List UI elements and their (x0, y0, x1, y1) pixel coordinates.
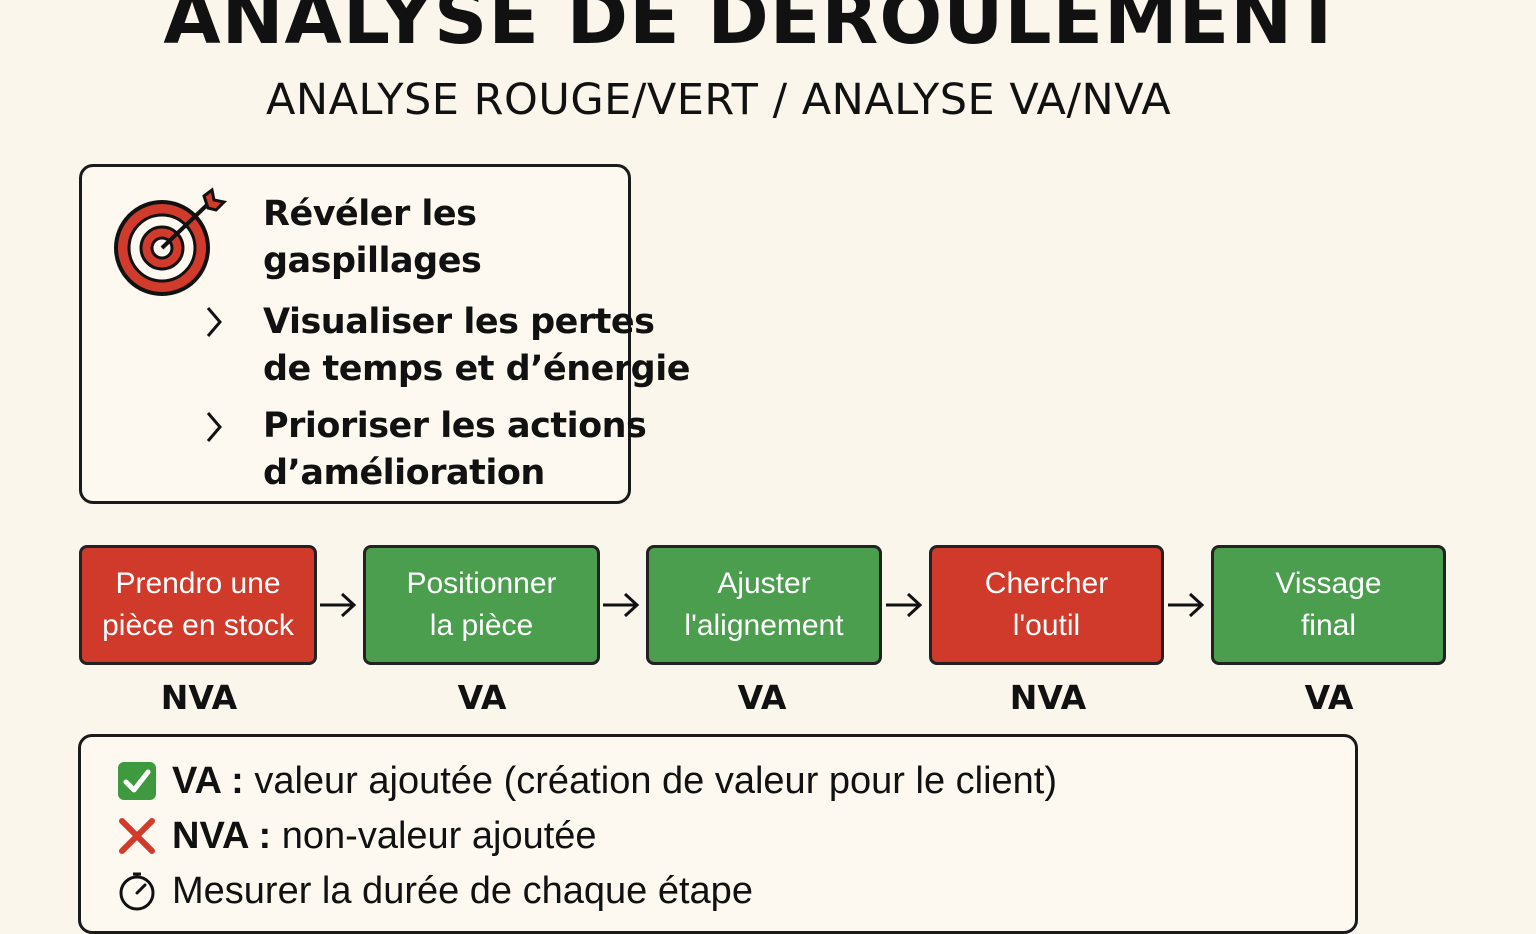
process-step-5: Vissage final (1211, 545, 1446, 665)
legend-va: VA : valeur ajoutée (création de valeur … (172, 757, 1057, 805)
process-step-3: Ajuster l'alignement (646, 545, 882, 665)
legend-box (78, 734, 1358, 934)
objective-2-line2: de temps et d’énergie (263, 349, 690, 389)
legend-nva-text: non-valeur ajoutée (271, 815, 597, 857)
check-box-icon (118, 762, 156, 800)
process-step-5-label: Vissage final (1275, 567, 1382, 642)
arrow-right-icon (886, 592, 923, 618)
legend-nva: NVA : non-valeur ajoutée (172, 812, 597, 860)
process-step-3-label: Ajuster l'alignement (684, 567, 844, 642)
process-step-1-label: Prendro une pièce en stock (102, 567, 294, 642)
step-1-value-type: NVA (160, 678, 238, 717)
legend-va-term: VA : (172, 760, 244, 802)
legend-measure-text: Mesurer la durée de chaque étape (172, 870, 753, 912)
arrow-right-icon (603, 592, 640, 618)
process-step-4-label: Chercher l'outil (984, 567, 1109, 642)
page-subtitle: ANALYSE ROUGE/VERT / ANALYSE VA/NVA (266, 75, 1172, 125)
step-5-value-type: VA (1304, 678, 1354, 717)
objective-2: Visualiser les pertes de temps et d’éner… (263, 299, 690, 393)
chevron-right-icon (206, 412, 222, 442)
objective-1-line2: gaspillages (263, 241, 482, 281)
legend-measure: Mesurer la durée de chaque étape (172, 867, 753, 915)
objective-3-line1: Prioriser les actions (263, 406, 647, 446)
stopwatch-icon (119, 872, 155, 911)
objective-3-line2: d’amélioration (263, 453, 545, 493)
step-3-value-type: VA (737, 678, 787, 717)
chevron-right-icon (206, 307, 222, 337)
legend-nva-term: NVA : (172, 815, 272, 857)
objective-1: Révéler les gaspillages (263, 191, 482, 285)
target-icon (114, 187, 228, 296)
process-step-1: Prendro une pièce en stock (79, 545, 317, 665)
objective-2-line1: Visualiser les pertes (263, 302, 655, 342)
step-4-value-type: NVA (1009, 678, 1087, 717)
objective-3: Prioriser les actions d’amélioration (263, 403, 647, 497)
process-step-4: Chercher l'outil (929, 545, 1164, 665)
page-title: ANALYSE DE DÉROULEMENT (163, 0, 1345, 61)
step-2-value-type: VA (457, 678, 507, 717)
process-step-2: Positionner la pièce (363, 545, 600, 665)
arrow-right-icon (1168, 592, 1205, 618)
objective-1-line1: Révéler les (263, 194, 477, 234)
process-step-2-label: Positionner la pièce (406, 567, 557, 642)
legend-va-text: valeur ajoutée (création de valeur pour … (243, 760, 1058, 802)
cross-icon (119, 818, 155, 854)
arrow-right-icon (320, 592, 357, 618)
